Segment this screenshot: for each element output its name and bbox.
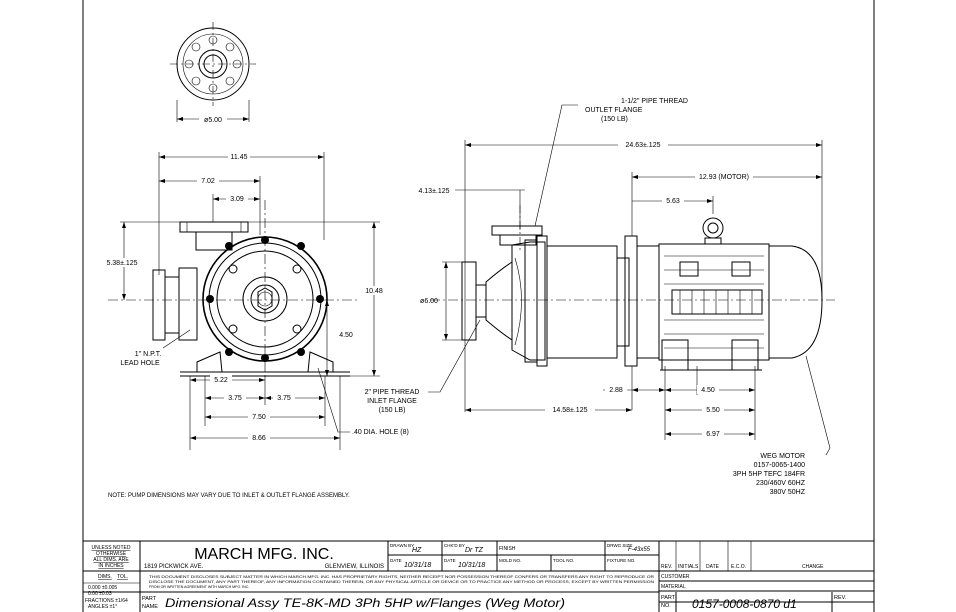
finish-label: FINISH: [499, 546, 516, 552]
rev-col-date: DATE: [706, 564, 720, 570]
outlet-label-1: 1-1/2" PIPE THREAD: [621, 98, 688, 105]
part-number: 0157-0008-0870 d1: [692, 597, 797, 611]
company-name: MARCH MFG. INC.: [194, 546, 334, 563]
title-block-frame: [83, 540, 874, 612]
pump-motor-front-view: [416, 104, 835, 456]
material-label: MATERIAL: [661, 584, 686, 590]
rev-col-eco: E.C.O.: [731, 564, 746, 570]
unless-noted-3: ALL DIMS. ARE: [93, 557, 129, 563]
rev-col-rev: REV.: [661, 564, 672, 570]
dims-label: DIMS.: [98, 574, 112, 580]
dim-height-5-38: 5.38±.125: [106, 260, 137, 267]
flange-diameter-dim: ø5.00: [204, 117, 222, 124]
fixture-label: FIXTURE NO.: [607, 558, 636, 563]
tolerance-2: 0.00 ±0.03: [88, 591, 112, 597]
pump-side-view: [100, 152, 386, 450]
chkd-date-label: DATE: [444, 558, 456, 563]
dim-3-09: 3.09: [230, 196, 244, 203]
dim-3-75-right: 3.75: [277, 395, 291, 402]
dim-8-66: 8.66: [252, 435, 266, 442]
pump-dimension-note: NOTE: PUMP DIMENSIONS MAY VARY DUE TO IN…: [108, 493, 350, 499]
tolerance-3: FRACTIONS ±1/64: [85, 598, 128, 604]
dim-height-4-50: 4.50: [339, 332, 353, 339]
rev-col-initials: INITIALS: [678, 564, 699, 570]
tool-label: TOOL NO.: [553, 558, 574, 563]
dim-height-10-48: 10.48: [365, 288, 383, 295]
chkd-by-label: CHK'D BY: [444, 543, 465, 548]
dim-2-88: 2.88: [609, 387, 623, 394]
chkd-date: 10/31/18: [458, 562, 485, 569]
dim-7-50: 7.50: [252, 414, 266, 421]
part-name: Dimensional Assy TE-8K-MD 3Ph 5HP w/Flan…: [165, 596, 565, 610]
motor-label-2: 0157-0065-1400: [754, 462, 805, 469]
part-name-label-1: PART: [142, 596, 157, 602]
dim-dia-6-00: ø6.00: [420, 298, 438, 305]
part-no-label-2: NO.: [661, 603, 671, 609]
dim-5-50: 5.50: [706, 407, 720, 414]
motor-label-1: WEG MOTOR: [760, 453, 805, 460]
drwg-size-value: F-43x55: [628, 547, 651, 553]
tolerance-1: 0.000 ±0.005: [88, 585, 117, 591]
disclaimer-line-1: THIS DOCUMENT DISCLOSES SUBJECT MATTER I…: [149, 575, 655, 579]
customer-label: CUSTOMER: [661, 574, 690, 580]
dim-14-58: 14.58±.125: [553, 407, 588, 414]
inlet-label-3: (150 LB): [379, 407, 406, 414]
drawn-date: 10/31/18: [404, 562, 431, 569]
motor-label-5: 380V 50HZ: [770, 489, 806, 496]
dim-5-22: 5.22: [214, 377, 228, 384]
unless-noted-2: OTHERWISE: [96, 551, 127, 557]
disclaimer-line-3: FROM OR WRITTEN AGREEMENT WITH MARCH MFG…: [149, 585, 249, 589]
tol-label: TOL.: [117, 574, 128, 580]
inlet-label-2: INLET FLANGE: [367, 398, 417, 405]
chkd-by-value: Dr TZ: [465, 547, 484, 554]
mold-label: MOLD NO.: [499, 558, 521, 563]
motor-label-4: 230/460V 60HZ: [756, 480, 806, 487]
part-no-label-1: PART: [661, 595, 676, 601]
inlet-label-1: 2" PIPE THREAD: [365, 389, 420, 396]
rev-col-change: CHANGE: [802, 564, 824, 570]
outlet-label-2: OUTLET FLANGE: [585, 107, 643, 114]
hole-note: .40 DIA. HOLE (8): [352, 429, 409, 436]
unless-noted-4: IN INCHES: [98, 563, 124, 569]
tolerance-4: ANGLES ±1°: [88, 604, 117, 610]
drawn-date-label: DATE: [390, 558, 402, 563]
npt-label: 1" N.P.T.: [135, 351, 162, 358]
company-address: 1819 PICKWICK AVE.: [144, 564, 204, 570]
dim-overall-width: 11.45: [231, 154, 248, 161]
dim-motor-length: 12.93 (MOTOR): [699, 174, 749, 181]
dim-4-13: 4.13±.125: [418, 188, 449, 195]
drawn-by-value: HZ: [412, 547, 422, 554]
drwg-size-label: DRWG SIZE: [607, 543, 632, 548]
dim-6-97: 6.97: [706, 431, 720, 438]
company-city: GLENVIEW, ILLINOIS: [325, 564, 384, 570]
drawn-by-label: DRAWN BY: [390, 543, 414, 548]
dim-5-63: 5.63: [666, 198, 680, 205]
flange-end-view: [170, 22, 256, 123]
part-name-label-2: NAME: [142, 604, 158, 610]
motor-label-3: 3PH 5HP TEFC 184FR: [733, 471, 805, 478]
dim-7-02: 7.02: [201, 178, 215, 185]
lead-hole-label: LEAD HOLE: [120, 360, 160, 367]
disclaimer-line-2: DISCLOSE THE DOCUMENT, ANY PART THEREOF,…: [149, 580, 655, 584]
rev-label: REV.: [834, 595, 847, 601]
dim-4-50-motor: 4.50: [701, 387, 715, 394]
dim-3-75-left: 3.75: [228, 395, 242, 402]
dim-overall-length: 24.63±.125: [626, 142, 661, 149]
unless-noted-1: UNLESS NOTED: [92, 545, 131, 551]
outlet-label-3: (150 LB): [601, 116, 628, 123]
